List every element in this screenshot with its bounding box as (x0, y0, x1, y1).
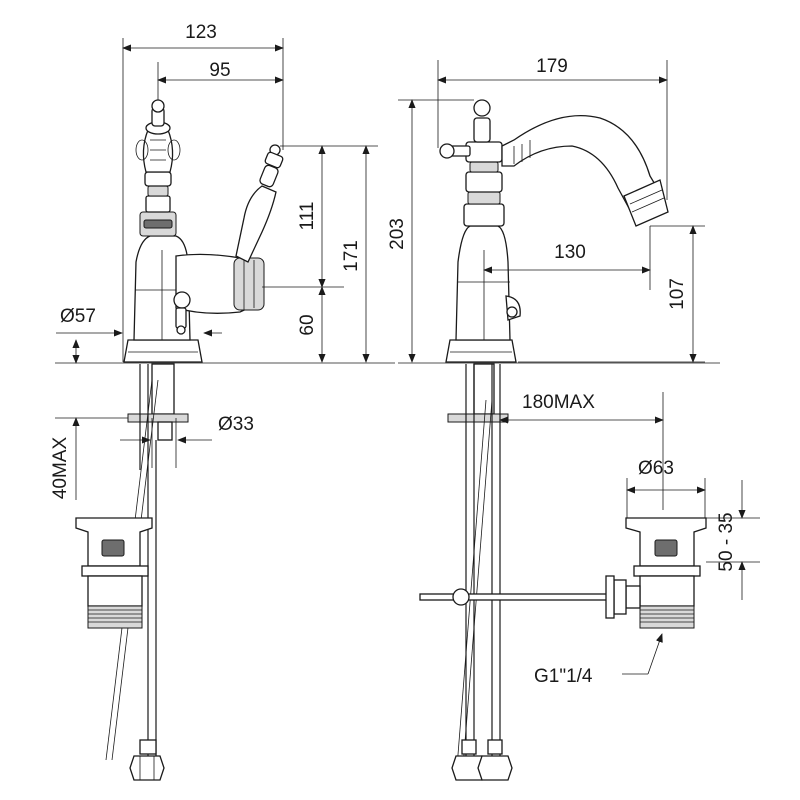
side-aerator (623, 179, 669, 227)
side-hose-nut-2 (477, 755, 513, 781)
front-view: 123 95 111 60 171 Ø57 40MAX Ø33 (50, 22, 395, 781)
front-washer (127, 413, 189, 423)
dim-spout-to-handle: 95 (209, 60, 230, 81)
dim-outlet-height: 107 (667, 278, 688, 310)
side-waste-thread (639, 605, 695, 629)
dim-total-reach: 179 (536, 56, 568, 77)
front-top-knob (151, 99, 165, 113)
dim-width-total: 123 (185, 22, 217, 43)
front-hose-nut (139, 739, 157, 755)
dim-handle-height: 111 (297, 202, 318, 231)
dim-thread-leader (647, 633, 663, 675)
front-lever-handle (235, 185, 277, 263)
dim-shank-diameter: Ø33 (218, 414, 254, 435)
side-washer (447, 413, 509, 423)
front-waste-thread (87, 605, 143, 629)
side-collar (463, 203, 505, 227)
dim-max-deck-thickness: 40MAX (50, 437, 71, 500)
dim-total-height: 203 (387, 218, 408, 250)
side-top-knob (473, 99, 491, 117)
side-base (445, 339, 517, 363)
dim-waste-range: 50 - 35 (716, 512, 737, 571)
side-popup-rod (419, 593, 629, 601)
dim-lever-axis-height: 60 (297, 314, 318, 335)
side-view: 179 203 130 107 180MAX Ø63 50 - 35 G1"1/… (387, 56, 760, 781)
dim-base-diameter: Ø57 (60, 306, 96, 327)
dim-max-rod-length: 180MAX (522, 392, 595, 413)
dim-thread-size: G1"1/4 (534, 666, 593, 687)
front-popup-knob (173, 291, 191, 309)
side-shank (473, 363, 495, 415)
dim-waste-diameter: Ø63 (638, 458, 674, 479)
dim-spout-reach: 130 (554, 242, 586, 263)
dim-handle-axis-height: 171 (341, 240, 362, 272)
front-base (123, 339, 203, 363)
side-body (455, 225, 511, 341)
front-shank (151, 363, 175, 415)
